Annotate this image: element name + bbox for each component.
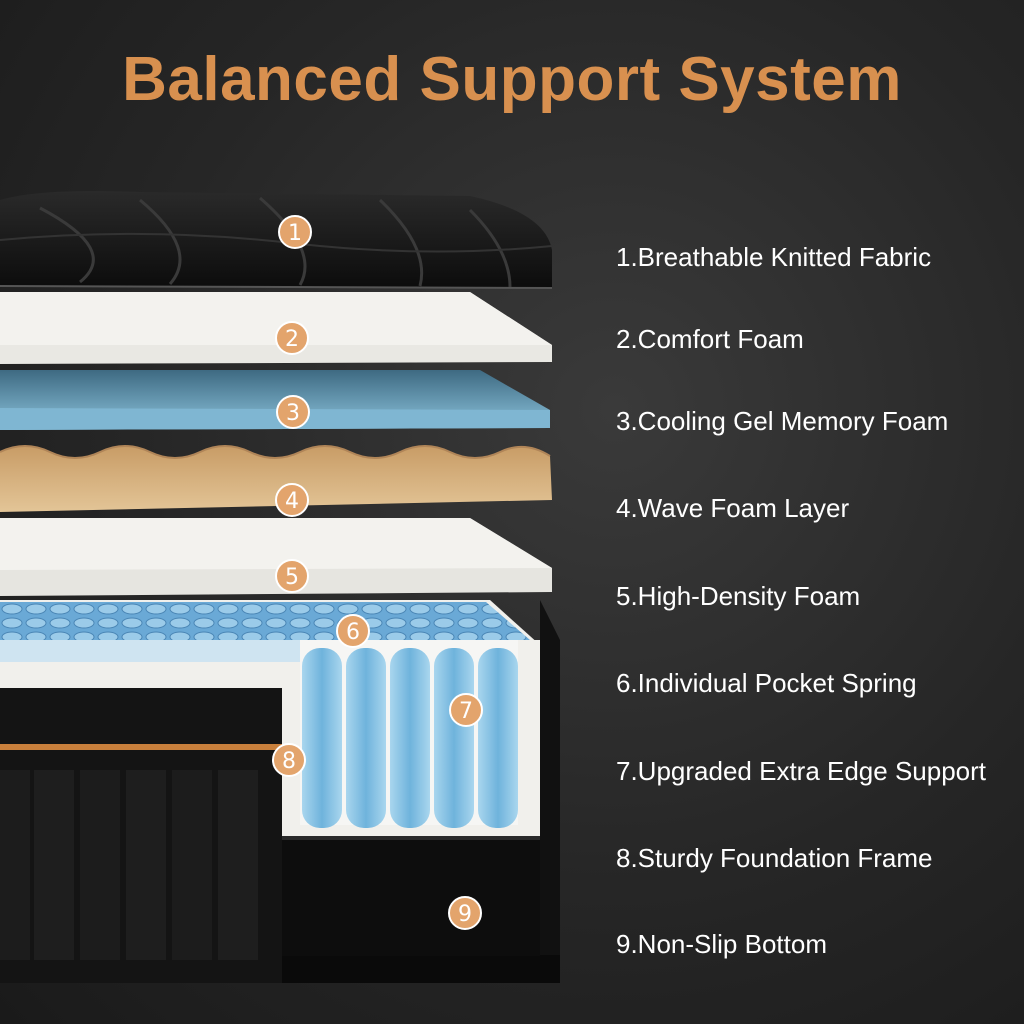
layer-2-comfort-foam bbox=[0, 292, 552, 364]
badge-7-number: 7 bbox=[459, 699, 473, 724]
label-layer-9: 9.Non-Slip Bottom bbox=[616, 929, 827, 959]
page-title: Balanced Support System bbox=[122, 45, 902, 114]
badge-7: 7 bbox=[449, 693, 483, 727]
mattress-body bbox=[0, 600, 560, 983]
badge-1: 1 bbox=[278, 215, 312, 249]
label-layer-6: 6.Individual Pocket Spring bbox=[616, 668, 917, 698]
label-layer-4: 4.Wave Foam Layer bbox=[616, 493, 850, 523]
label-layer-1: 1.Breathable Knitted Fabric bbox=[616, 242, 932, 272]
layer-3-cooling-gel-foam bbox=[0, 370, 550, 430]
pocket-springs bbox=[302, 648, 518, 828]
badge-4-number: 4 bbox=[285, 489, 299, 514]
label-layer-3: 3.Cooling Gel Memory Foam bbox=[616, 406, 949, 436]
layer-4-wave-foam bbox=[0, 445, 552, 512]
label-layer-7: 7.Upgraded Extra Edge Support bbox=[616, 756, 987, 786]
layer-5-high-density-foam bbox=[0, 518, 552, 596]
label-layer-8: 8.Sturdy Foundation Frame bbox=[616, 843, 933, 873]
label-layer-2: 2.Comfort Foam bbox=[616, 324, 804, 354]
badge-9: 9 bbox=[448, 896, 482, 930]
foundation-pleats bbox=[0, 770, 258, 960]
badge-6-number: 6 bbox=[346, 620, 360, 645]
badge-5: 5 bbox=[275, 559, 309, 593]
badge-2-number: 2 bbox=[285, 327, 299, 352]
badge-8: 8 bbox=[272, 743, 306, 777]
badge-6: 6 bbox=[336, 614, 370, 648]
badge-1-number: 1 bbox=[288, 221, 302, 246]
badge-5-number: 5 bbox=[285, 565, 299, 590]
badge-2: 2 bbox=[275, 321, 309, 355]
label-layer-5: 5.High-Density Foam bbox=[616, 581, 861, 611]
badge-3-number: 3 bbox=[286, 401, 300, 426]
badge-9-number: 9 bbox=[458, 902, 472, 927]
badge-4: 4 bbox=[275, 483, 309, 517]
badge-8-number: 8 bbox=[282, 749, 296, 774]
layer-1-knitted-fabric bbox=[0, 191, 553, 289]
badge-3: 3 bbox=[276, 395, 310, 429]
